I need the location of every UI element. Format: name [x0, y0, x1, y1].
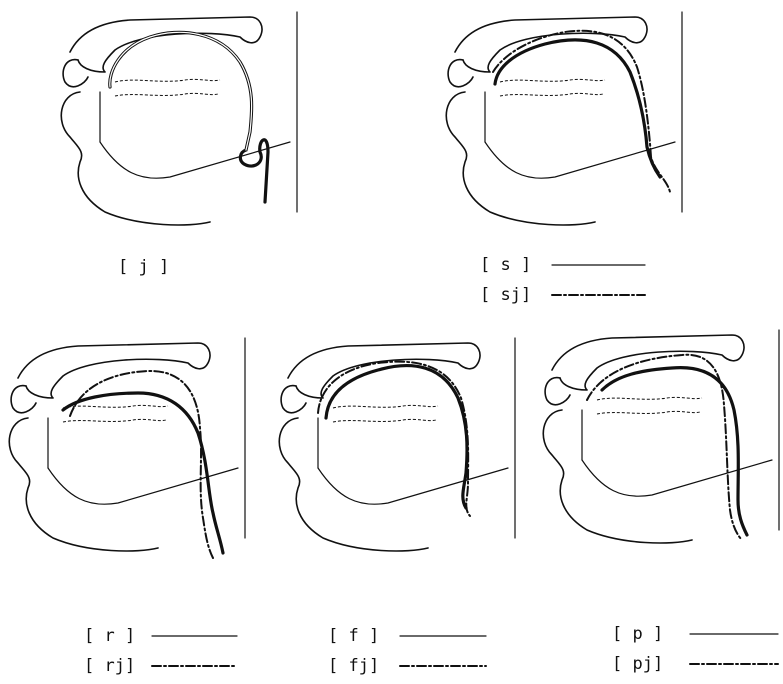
legend-r: [ r ] [ rj] [84, 626, 237, 676]
legend-f-dash-label: [ fj] [328, 656, 379, 676]
figure-f [279, 338, 515, 551]
legend-p-dash-label: [ pj] [612, 654, 663, 674]
figure-s [446, 12, 682, 225]
figure-r [9, 338, 245, 558]
legend-r-solid-label: [ r ] [84, 626, 135, 646]
legend-p: [ p ] [ pj] [612, 624, 778, 674]
legend-s-solid-label: [ s ] [480, 255, 531, 275]
legend-f-solid-label: [ f ] [328, 626, 379, 646]
figure-j-label: [ j ] [118, 257, 169, 277]
legend-s: [ s ] [ sj] [480, 255, 645, 305]
figure-j [61, 12, 297, 225]
legend-p-solid-label: [ p ] [612, 624, 663, 644]
figure-p [543, 330, 779, 543]
legend-r-dash-label: [ rj] [84, 656, 135, 676]
legend-f: [ f ] [ fj] [328, 626, 486, 676]
legend-s-dash-label: [ sj] [480, 285, 531, 305]
